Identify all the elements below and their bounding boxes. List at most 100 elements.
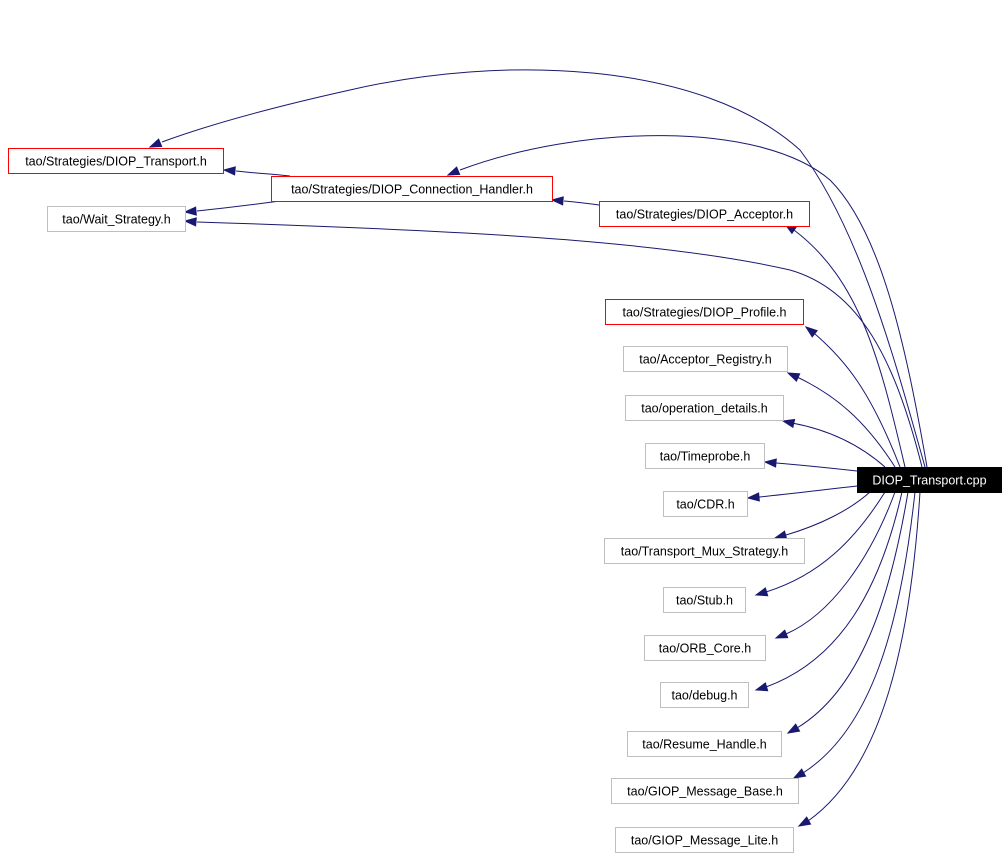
edge-arrowhead (183, 217, 197, 227)
edge-n0-n9 (746, 485, 858, 502)
edge-line (775, 462, 858, 472)
edge-arrowhead (792, 768, 807, 779)
node-label: tao/Transport_Mux_Strategy.h (621, 545, 788, 559)
node-box (605, 299, 804, 325)
edge-arrowhead (222, 166, 236, 176)
edge-line (235, 170, 291, 177)
node-label: tao/operation_details.h (641, 402, 768, 416)
node-n3[interactable]: tao/Wait_Strategy.h (47, 206, 186, 232)
node-label: tao/Resume_Handle.h (642, 738, 766, 752)
edge-arrowhead (786, 372, 801, 382)
node-label: tao/GIOP_Message_Base.h (627, 785, 783, 799)
edge-line (793, 229, 906, 468)
edge-n0-n13 (754, 491, 903, 692)
edge-n0-n5 (804, 326, 901, 468)
node-n12[interactable]: tao/ORB_Core.h (644, 635, 766, 661)
edge-n0-n4 (783, 223, 906, 468)
node-n9[interactable]: tao/CDR.h (663, 491, 748, 517)
edge-line (802, 491, 916, 774)
node-n10[interactable]: tao/Transport_Mux_Strategy.h (604, 538, 805, 564)
edge-arrowhead (763, 458, 777, 468)
edge-arrowhead (774, 629, 789, 639)
node-box (663, 491, 748, 517)
edge-line (785, 491, 871, 536)
nodes-layer: tao/Strategies/DIOP_Transport.h tao/Strat… (8, 148, 1002, 853)
edge-line (459, 135, 928, 468)
node-box (623, 346, 788, 372)
node-label: tao/Wait_Strategy.h (62, 213, 170, 227)
node-n11[interactable]: tao/Stub.h (663, 587, 746, 613)
node-n6[interactable]: tao/Acceptor_Registry.h (623, 346, 788, 372)
node-box (660, 682, 749, 708)
node-box (627, 731, 782, 757)
node-box (271, 176, 553, 202)
node-label: tao/Strategies/DIOP_Transport.h (25, 155, 207, 169)
edge-n0-n8 (763, 458, 858, 472)
node-box (615, 827, 794, 853)
edge-line (814, 333, 901, 468)
edge-line (196, 200, 281, 212)
edge-arrowhead (446, 166, 461, 176)
edge-arrowhead (804, 326, 818, 338)
edge-n0-n12 (774, 491, 896, 639)
node-label: tao/CDR.h (676, 498, 734, 512)
edge-line (196, 221, 923, 468)
node-n16[interactable]: tao/GIOP_Message_Lite.h (615, 827, 794, 853)
edge-n0-n7 (781, 418, 886, 468)
edge-line (765, 491, 903, 688)
edge-line (807, 491, 921, 822)
edge-arrowhead (773, 530, 788, 540)
edge-n0-n1 (148, 69, 926, 468)
node-label: tao/GIOP_Message_Lite.h (631, 834, 778, 848)
node-label: DIOP_Transport.cpp (872, 474, 986, 488)
edge-n0-n2 (446, 135, 928, 468)
edge-n2-n3 (183, 200, 281, 216)
edge-arrowhead (797, 816, 812, 827)
edge-n2-n1 (222, 166, 291, 177)
node-n2[interactable]: tao/Strategies/DIOP_Connection_Handler.h (271, 176, 553, 202)
edge-arrowhead (183, 206, 197, 216)
edge-arrowhead (746, 492, 760, 502)
node-box (857, 467, 1002, 493)
node-n14[interactable]: tao/Resume_Handle.h (627, 731, 782, 757)
node-box (611, 778, 799, 804)
node-label: tao/ORB_Core.h (659, 642, 751, 656)
root-node[interactable]: DIOP_Transport.cpp (857, 467, 1002, 493)
edge-line (161, 69, 926, 468)
edge-line (758, 485, 858, 498)
edge-n0-n16 (797, 491, 921, 827)
edge-n0-n11 (754, 491, 886, 597)
edge-line (796, 491, 909, 729)
node-box (604, 538, 805, 564)
node-box (625, 395, 784, 421)
node-n15[interactable]: tao/GIOP_Message_Base.h (611, 778, 799, 804)
edge-arrowhead (781, 418, 796, 429)
edge-line (785, 491, 896, 635)
node-n4[interactable]: tao/Strategies/DIOP_Acceptor.h (599, 201, 810, 227)
node-box (599, 201, 810, 227)
edge-n0-n6 (786, 372, 896, 468)
edge-arrowhead (754, 682, 769, 692)
node-n13[interactable]: tao/debug.h (660, 682, 749, 708)
node-label: tao/Stub.h (676, 594, 733, 608)
node-label: tao/Strategies/DIOP_Connection_Handler.h (291, 183, 533, 197)
edge-n0-n3 (183, 217, 923, 468)
edge-n0-n14 (786, 491, 909, 734)
edge-arrowhead (550, 196, 564, 206)
node-n7[interactable]: tao/operation_details.h (625, 395, 784, 421)
node-n8[interactable]: tao/Timeprobe.h (645, 443, 765, 469)
node-label: tao/Strategies/DIOP_Profile.h (623, 306, 787, 320)
node-n5[interactable]: tao/Strategies/DIOP_Profile.h (605, 299, 804, 325)
edge-line (791, 422, 886, 468)
edge-arrowhead (148, 138, 163, 148)
node-label: tao/Strategies/DIOP_Acceptor.h (616, 208, 793, 222)
edge-line (796, 376, 896, 468)
node-n1[interactable]: tao/Strategies/DIOP_Transport.h (8, 148, 224, 174)
edge-arrowhead (786, 723, 801, 734)
node-box (663, 587, 746, 613)
node-label: tao/debug.h (671, 689, 737, 703)
node-box (644, 635, 766, 661)
edge-n0-n15 (792, 491, 916, 779)
edge-line (765, 491, 886, 593)
node-box (645, 443, 765, 469)
